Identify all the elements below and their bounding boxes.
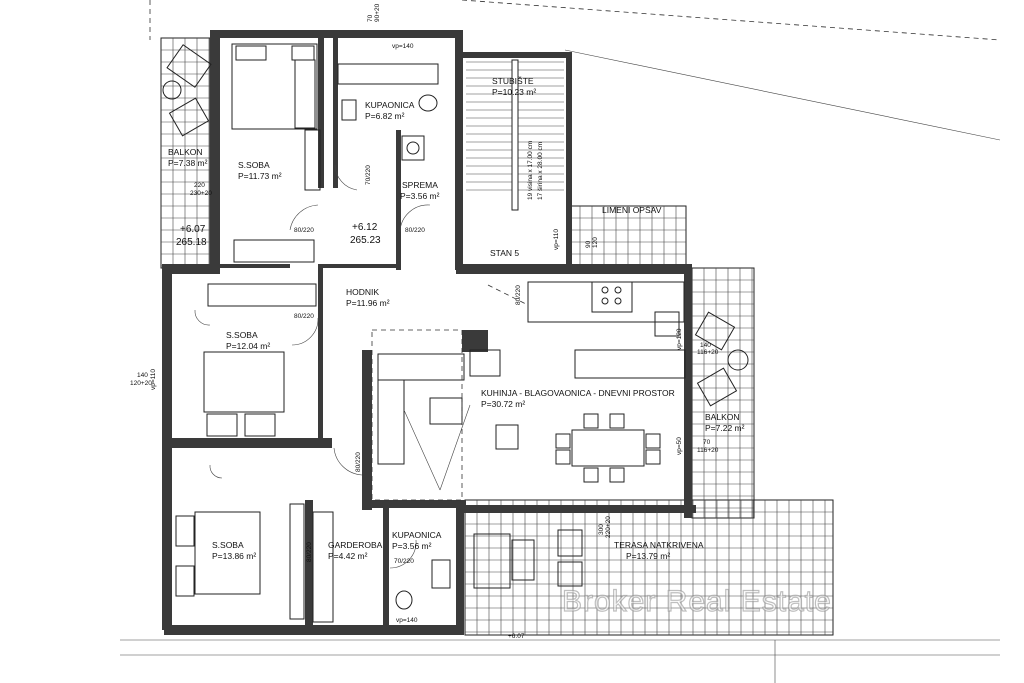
room-area-kupaonica-top: P=6.82 m²	[365, 111, 405, 121]
window-label: 300	[598, 524, 605, 535]
furniture	[162, 43, 749, 623]
door-label: 80/220	[294, 313, 314, 320]
window-label: 116+20	[697, 349, 719, 356]
room-name-kuhinja: KUHINJA - BLAGOVAONICA - DNEVNI PROSTOR	[481, 388, 675, 398]
misc-labels: STAN 5 LIMENI OPŠAV 19 visina x 17.00 cm…	[176, 141, 662, 640]
level-hall-top: +6.12	[352, 222, 378, 233]
window-label: 70	[367, 14, 374, 22]
door-label: 80/220	[355, 452, 362, 472]
window-label: 120+20	[130, 380, 152, 387]
room-name-garderoba: GARDEROBA	[328, 540, 383, 550]
bottom-level: +6.07	[508, 633, 525, 640]
window-label: 140	[700, 342, 711, 349]
walls	[162, 30, 696, 635]
room-name-stubiste: STUBIŠTE	[492, 76, 534, 86]
room-area-ssoba-mid: P=12.04 m²	[226, 341, 270, 351]
window-label: 140	[137, 372, 148, 379]
stair-landing-tiles	[567, 205, 687, 267]
window-label: vp=110	[553, 229, 560, 250]
terrace-tiles	[464, 499, 834, 636]
room-name-kupaonica-bottom: KUPAONICA	[392, 530, 442, 540]
room-name-ssoba-bottom: S.SOBA	[212, 540, 244, 550]
limeni-opsav-label: LIMENI OPŠAV	[602, 205, 662, 215]
window-label: 70	[703, 439, 711, 446]
stan-label: STAN 5	[490, 248, 519, 258]
room-labels: BALKON P=7.38 m² S.SOBA P=11.73 m² KUPAO…	[168, 76, 745, 561]
window-label: 220	[194, 182, 205, 189]
window-label: vp=140	[392, 43, 414, 50]
room-name-hodnik: HODNIK	[346, 287, 379, 297]
room-area-ssoba-bottom: P=13.86 m²	[212, 551, 256, 561]
door-label: 80/220	[405, 227, 425, 234]
level-hall-bottom: 265.23	[350, 235, 381, 246]
level-balcony-top: +6.07	[180, 224, 206, 235]
room-area-balkon-left: P=7.38 m²	[168, 158, 208, 168]
window-label: 90+20	[374, 3, 381, 22]
opening-labels: 80/220 80/220 80/220 80/220 80/220 70/22…	[130, 3, 719, 624]
room-area-terasa: P=13.79 m²	[626, 551, 670, 561]
door-label: 70/220	[365, 165, 372, 185]
window-label: 116+20	[697, 447, 719, 454]
balcony-right-tiles	[691, 267, 755, 519]
room-area-stubiste: P=10.23 m²	[492, 87, 536, 97]
room-area-garderoba: P=4.42 m²	[328, 551, 368, 561]
door-label: 80/220	[294, 227, 314, 234]
stair-spec-1: 19 visina x 17.00 cm	[527, 141, 534, 200]
door-label: 80/220	[515, 285, 522, 305]
room-name-ssoba-mid: S.SOBA	[226, 330, 258, 340]
room-area-kuhinja: P=30.72 m²	[481, 399, 525, 409]
room-name-sprema: SPREMA	[402, 180, 438, 190]
room-name-balkon-right: BALKON	[705, 412, 740, 422]
window-label: vp=120	[676, 328, 683, 350]
window-label: vp=110	[150, 369, 157, 390]
window-label: 90	[585, 240, 592, 248]
door-label: 80/220	[306, 542, 313, 562]
room-area-ssoba-top: P=11.73 m²	[238, 171, 282, 181]
window-label: 230+20	[190, 190, 212, 197]
window-label: vp=140	[396, 617, 418, 624]
door-label: 70/220	[394, 558, 414, 565]
window-label: 220+20	[605, 516, 612, 538]
room-name-balkon-left: BALKON	[168, 147, 203, 157]
room-name-kupaonica-top: KUPAONICA	[365, 100, 415, 110]
stair-spec-2: 17 širina x 28.00 cm	[537, 142, 544, 200]
room-name-ssoba-top: S.SOBA	[238, 160, 270, 170]
site-lines	[120, 0, 1001, 683]
watermark: Broker Real Estate	[562, 585, 832, 618]
window-label: vp=50	[676, 437, 683, 455]
room-area-balkon-right: P=7.22 m²	[705, 423, 745, 433]
room-area-hodnik: P=11.96 m²	[346, 298, 390, 308]
room-area-sprema: P=3.56 m²	[400, 191, 440, 201]
room-area-kupaonica-bottom: P=3.56 m²	[392, 541, 432, 551]
room-name-terasa: TERASA NATKRIVENA	[614, 540, 704, 550]
window-label: 120	[592, 237, 599, 248]
level-balcony-bottom: 265.18	[176, 237, 207, 248]
